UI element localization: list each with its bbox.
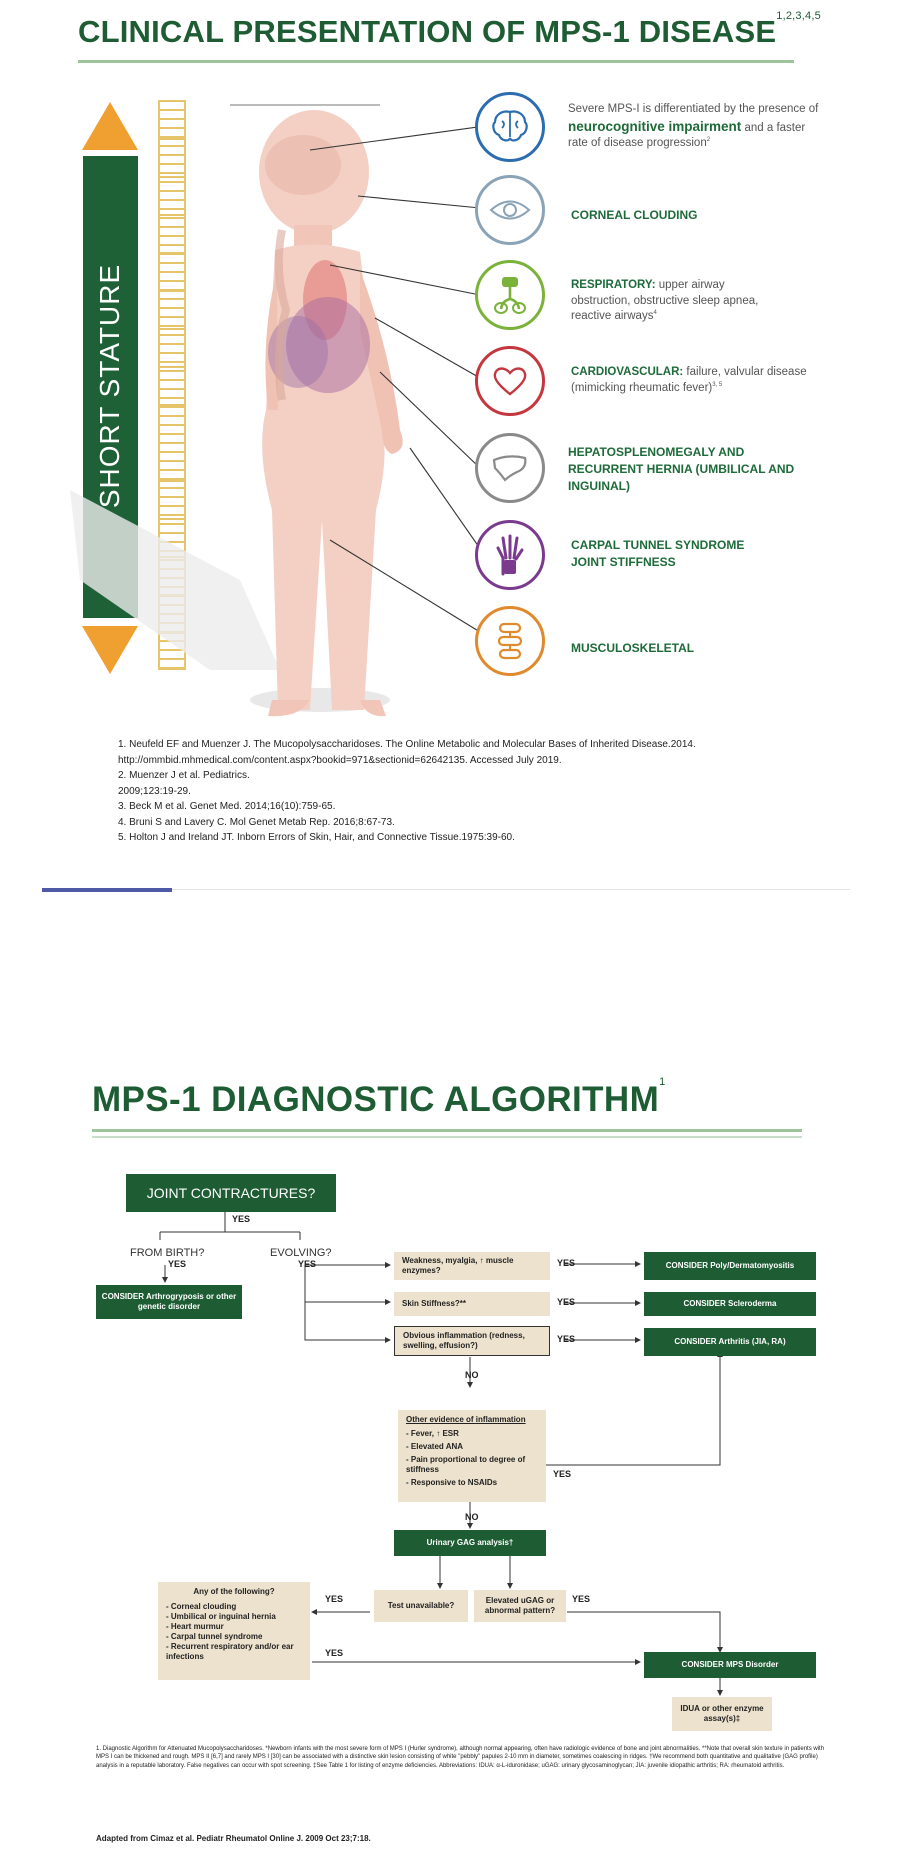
idua-box: IDUA or other enzyme assay(s)‡ bbox=[672, 1697, 772, 1731]
yes-label-2: YES bbox=[168, 1259, 187, 1269]
consider-arthrogryposis-box: CONSIDER Arthrogryposis or other genetic… bbox=[96, 1285, 242, 1319]
cardio-circle bbox=[475, 346, 545, 416]
eye-circle bbox=[475, 175, 545, 245]
no-label-1: NO bbox=[465, 1370, 479, 1380]
skin-stiffness-box: Skin Stiffness?** bbox=[394, 1292, 550, 1316]
hand-icon bbox=[496, 534, 524, 576]
adapted-from: Adapted from Cimaz et al. Pediatr Rheuma… bbox=[96, 1834, 371, 1843]
references: 1. Neufeld EF and Muenzer J. The Mucopol… bbox=[118, 739, 696, 843]
musculoskeletal-label: MUSCULOSKELETAL bbox=[571, 641, 695, 655]
consider-poly-box: CONSIDER Poly/Dermatomyositis bbox=[644, 1252, 816, 1280]
joint-contractures-box: JOINT CONTRACTURES? bbox=[126, 1174, 336, 1212]
test-unavailable-box: Test unavailable? bbox=[374, 1590, 468, 1622]
any-of-following-box: Any of the following? - Corneal clouding… bbox=[158, 1582, 310, 1680]
no-label-2: NO bbox=[465, 1512, 479, 1522]
brain-icon bbox=[492, 110, 528, 142]
yes-label-4: YES bbox=[557, 1258, 576, 1268]
title-rule bbox=[78, 60, 794, 63]
title-rule-2 bbox=[92, 1129, 802, 1132]
consider-scleroderma-box: CONSIDER Scleroderma bbox=[644, 1292, 816, 1316]
consider-arthritis-box: CONSIDER Arthritis (JIA, RA) bbox=[644, 1328, 816, 1356]
cardio-label: CARDIOVASCULAR: failure, valvular diseas… bbox=[571, 366, 807, 394]
slide-separator-line bbox=[172, 889, 850, 890]
spine-icon bbox=[497, 622, 523, 660]
title-rule-2b bbox=[92, 1136, 802, 1138]
neuro-label: Severe MPS-I is differentiated by the pr… bbox=[568, 103, 819, 150]
musculoskeletal-circle bbox=[475, 606, 545, 676]
eye-icon bbox=[489, 200, 531, 220]
from-birth-label: FROM BIRTH? bbox=[130, 1247, 205, 1259]
carpal-circle bbox=[475, 520, 545, 590]
yes-label-5: YES bbox=[557, 1297, 576, 1307]
ruler-top-marker bbox=[230, 104, 380, 106]
liver-icon bbox=[492, 455, 527, 482]
respiratory-circle bbox=[475, 260, 545, 330]
corneal-label: CORNEAL CLOUDING bbox=[571, 208, 698, 222]
heart-icon bbox=[493, 367, 527, 396]
weakness-box: Weakness, myalgia, ↑ muscle enzymes? bbox=[394, 1252, 550, 1280]
yes-label-10: YES bbox=[325, 1648, 344, 1658]
yes-label-1: YES bbox=[232, 1214, 251, 1224]
inflammation-box: Obvious inflammation (redness, swelling,… bbox=[394, 1326, 550, 1356]
respiratory-label: RESPIRATORY: upper airway obstruction, o… bbox=[571, 279, 759, 323]
consider-mps-box: CONSIDER MPS Disorder bbox=[644, 1652, 816, 1678]
elevated-ugag-box: Elevated uGAG or abnormal pattern? bbox=[474, 1590, 566, 1622]
slide-separator bbox=[42, 888, 172, 892]
child-figure-illustration bbox=[70, 110, 403, 717]
flow-lines bbox=[159, 1212, 723, 1696]
yes-label-7: YES bbox=[553, 1469, 572, 1479]
lungs-icon bbox=[494, 277, 526, 314]
other-evidence-box: Other evidence of inflammation - Fever, … bbox=[398, 1410, 546, 1502]
evolving-label: EVOLVING? bbox=[270, 1247, 332, 1259]
page2-title: MPS-1 DIAGNOSTIC ALGORITHM1 bbox=[92, 1076, 666, 1119]
connector-lines bbox=[309, 125, 489, 633]
urinary-gag-box: Urinary GAG analysis† bbox=[394, 1530, 546, 1556]
hepato-label: HEPATOSPLENOMEGALY AND RECURRENT HERNIA … bbox=[568, 445, 795, 493]
brain-circle bbox=[475, 92, 545, 162]
arrow-up-icon bbox=[82, 102, 138, 150]
diagnostic-footnote: 1. Diagnostic Algorithm for Attenuated M… bbox=[96, 1746, 825, 1769]
yes-label-6: YES bbox=[557, 1334, 576, 1344]
carpal-label: CARPAL TUNNEL SYNDROME JOINT STIFFNESS bbox=[571, 538, 745, 569]
yes-label-9: YES bbox=[325, 1594, 344, 1604]
page1-title: CLINICAL PRESENTATION OF MPS-1 DISEASE1,… bbox=[78, 10, 821, 49]
yes-label-3: YES bbox=[298, 1259, 317, 1269]
arrow-down-icon bbox=[82, 626, 138, 674]
liver-circle bbox=[475, 433, 545, 503]
yes-label-8: YES bbox=[572, 1594, 591, 1604]
